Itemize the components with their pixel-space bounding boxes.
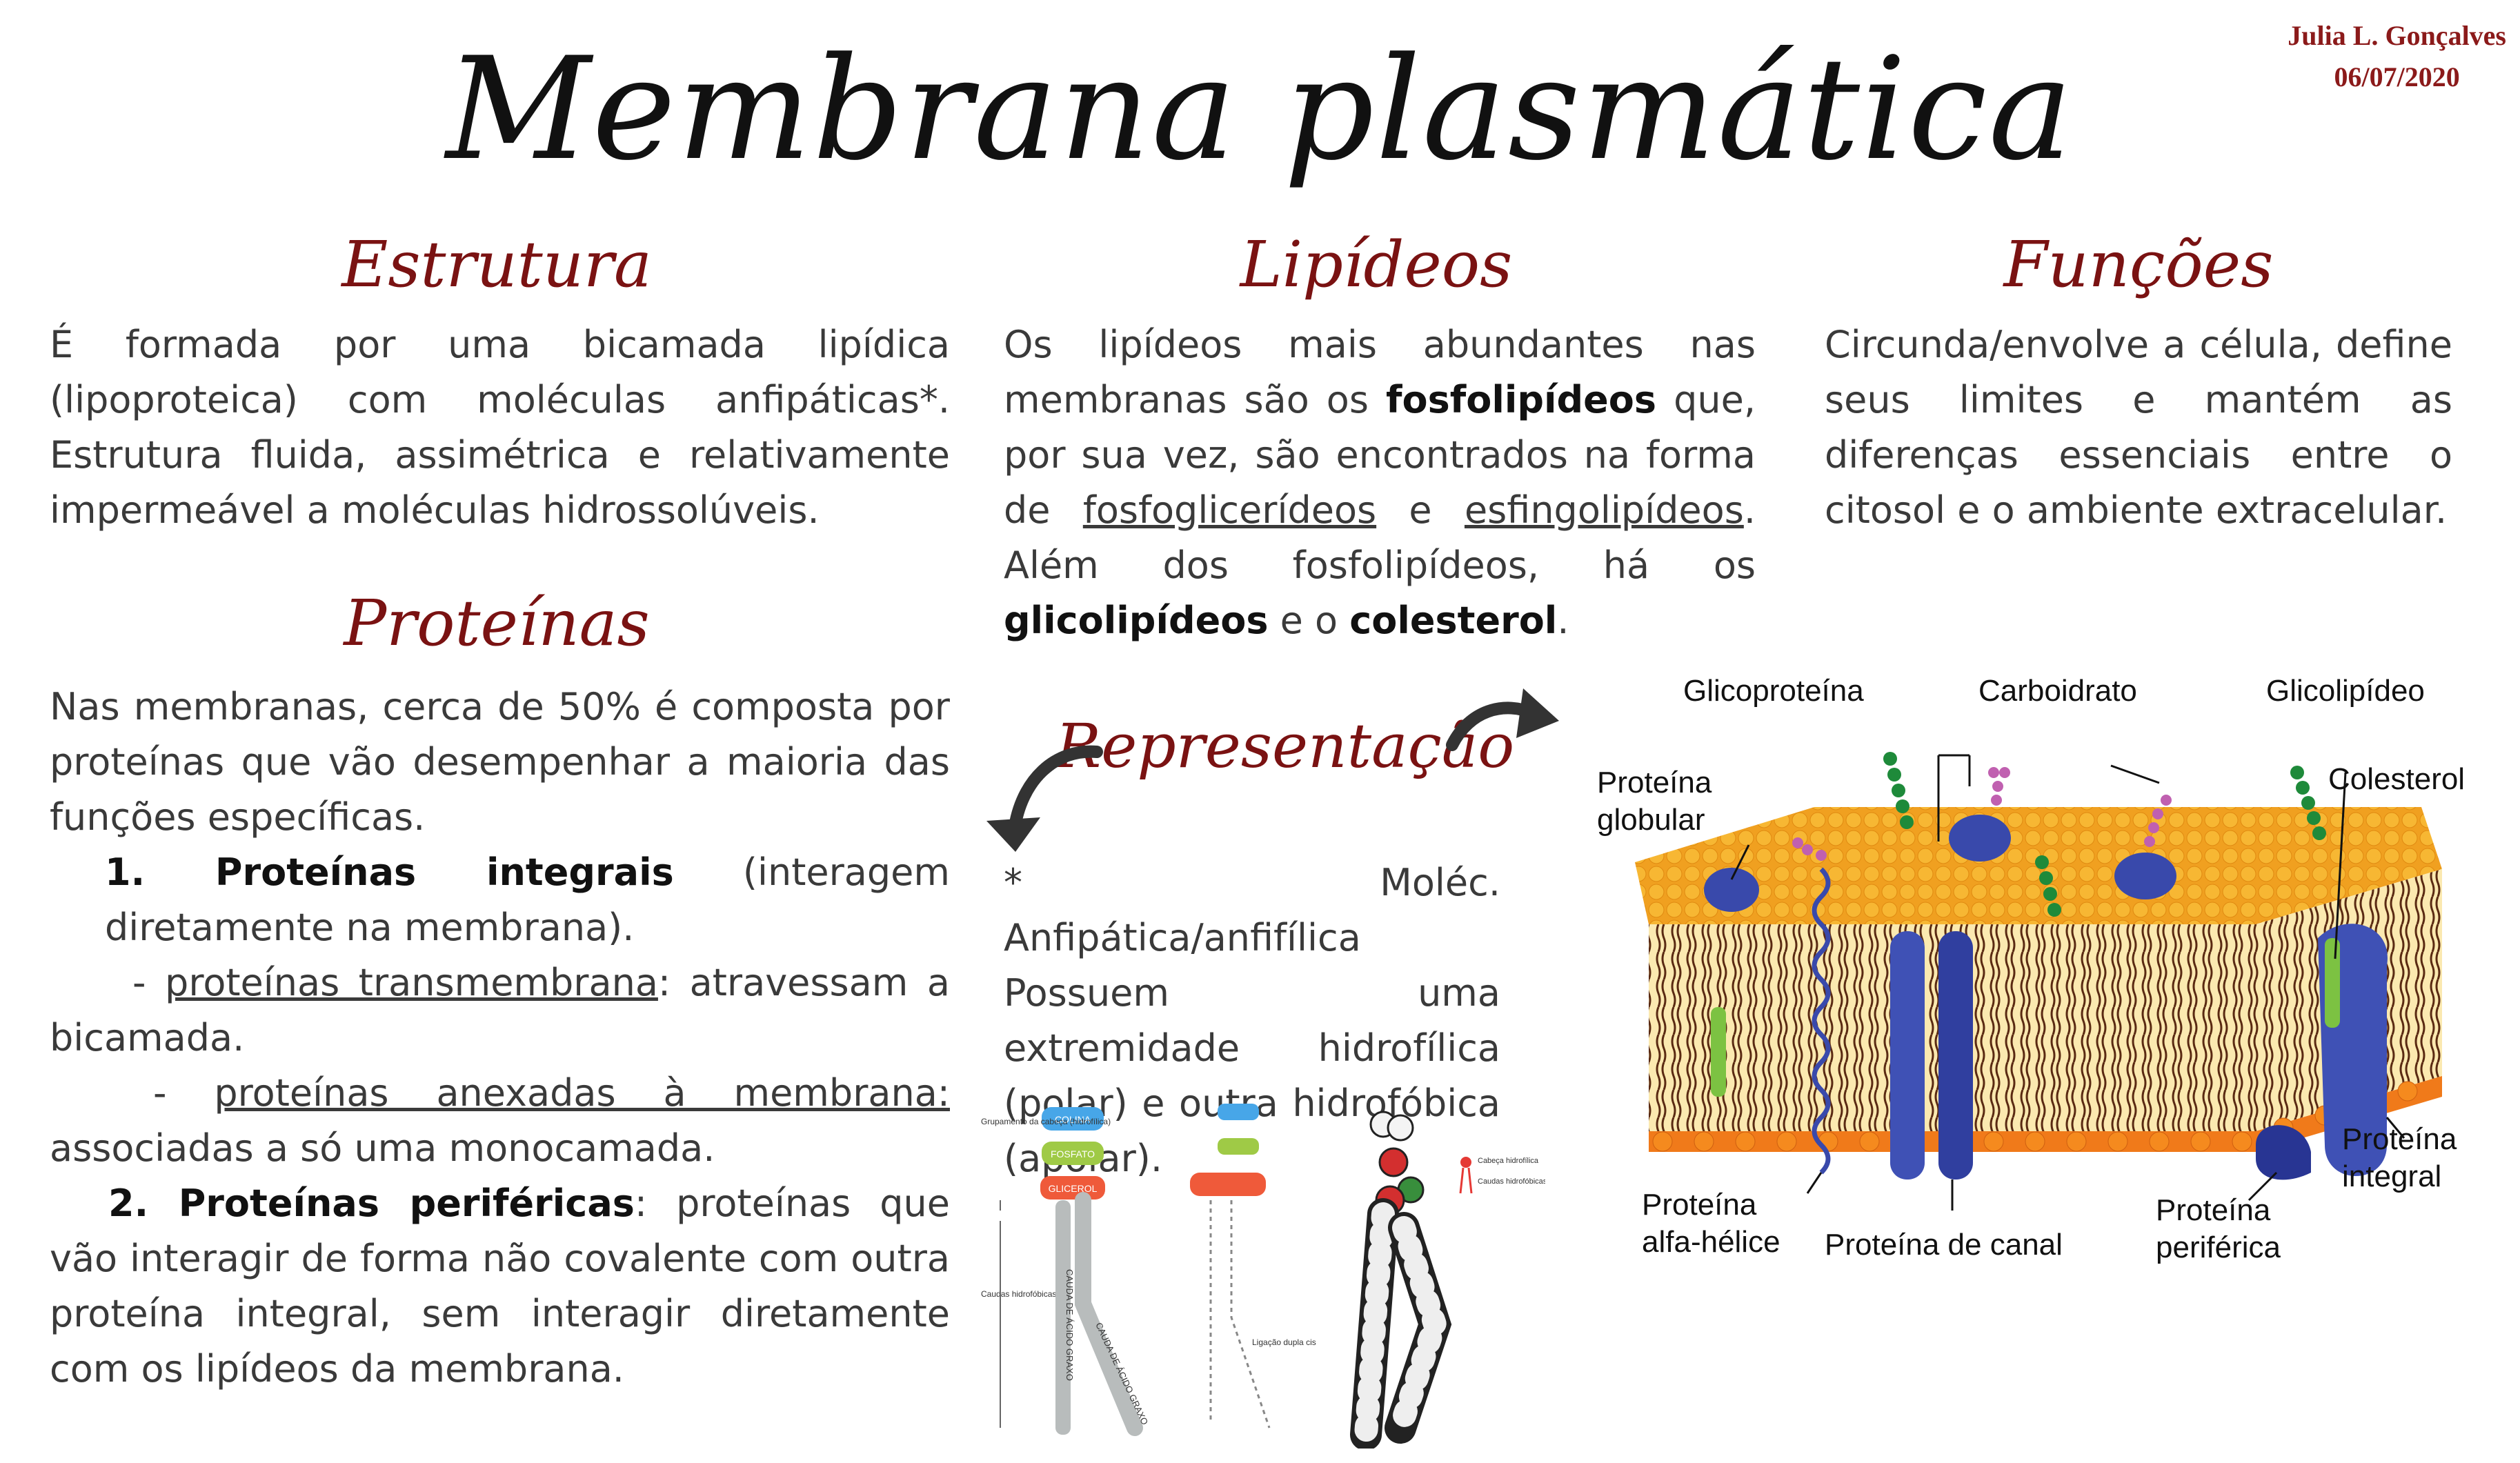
author-name: Julia L. Gonçalves <box>2288 20 2506 51</box>
author-date: 06/07/2020 <box>2334 61 2460 92</box>
phospholipid-schematic: COLINA FOSFATO GLICEROL Grupamento da ca… <box>981 1107 1150 1436</box>
membrane-diagram <box>1635 752 2442 1211</box>
term-colesterol: colesterol <box>1349 599 1558 642</box>
term-glicolipideos: glicolipídeos <box>1004 599 1269 642</box>
head-fosfato <box>1042 1142 1104 1165</box>
svg-text:Caudas hidrofóbicas: Caudas hidrofóbicas <box>981 1289 1056 1299</box>
glycolipid-chain-2 <box>1883 752 1914 829</box>
label-proteina-alfa-helice: Proteína alfa-hélice <box>1642 1188 1780 1259</box>
glycoprotein-body <box>1949 815 2011 862</box>
proteinas-intro: Nas membranas, cerca de 50% é composta p… <box>50 685 950 839</box>
arrow-right-icon <box>1446 688 1559 751</box>
head-glicerol <box>1040 1176 1105 1200</box>
carbohydrate-chain <box>1792 767 2172 861</box>
funcoes-heading: Funções <box>2003 228 2274 301</box>
svg-text:Ligação dupla cis: Ligação dupla cis <box>1252 1337 1316 1347</box>
proteinas-item2: 2. Proteínas periféricas: proteínas que … <box>50 1182 950 1391</box>
proteinas-item1: 1. Proteínas integrais (interagem direta… <box>105 850 951 949</box>
author-block: Julia L. Gonçalves 06/07/2020 <box>2288 15 2506 98</box>
lipideos-text: Os lipídeos mais abundantes nas membrana… <box>1004 323 1756 642</box>
proteinas-text: Nas membranas, cerca de 50% é composta p… <box>50 679 950 1397</box>
protein-channel-left <box>1890 931 1925 1180</box>
label-colesterol: Colesterol <box>2328 762 2466 796</box>
svg-text:FOSFATO: FOSFATO <box>1051 1148 1095 1160</box>
proteinas-sub1: - proteínas transmembrana: atravessam a … <box>50 961 951 1059</box>
phospholipid-space-filling-model <box>1350 1111 1452 1449</box>
svg-text:COLINA: COLINA <box>1055 1114 1091 1125</box>
fatty-acid-tail-2 <box>1075 1192 1143 1436</box>
protein-channel-right <box>1938 931 1973 1180</box>
fatty-acid-tail-1 <box>1055 1200 1071 1435</box>
head-colina <box>1042 1107 1104 1131</box>
label-proteina-de-canal: Proteína de canal <box>1825 1228 2063 1262</box>
protein-top-2 <box>2114 853 2176 899</box>
label-carboidrato: Carboidrato <box>1978 674 2137 708</box>
svg-text:GLICEROL: GLICEROL <box>1049 1183 1098 1194</box>
phospholipid-figure: COLINA FOSFATO GLICEROL Grupamento da ca… <box>981 1104 1545 1449</box>
page-title: Membrana plasmática <box>446 28 2074 192</box>
label-proteina-periferica: Proteína periférica <box>2156 1193 2281 1264</box>
label-proteina-integral: Proteína integral <box>2342 1122 2457 1193</box>
glycolipid-chain <box>2290 766 2326 840</box>
estrutura-text: É formada por uma bicamada lipídica (lip… <box>50 323 950 532</box>
cholesterol-2 <box>1711 1007 1726 1097</box>
protein-peripheral <box>2256 1125 2311 1180</box>
label-glicoproteina: Glicoproteína <box>1683 674 1864 708</box>
phospholipid-structural-formula: Ligação dupla cis <box>1190 1104 1316 1429</box>
protein-globular <box>1704 868 1759 912</box>
proteinas-sub2: - proteínas anexadas à membrana: associa… <box>50 1071 950 1170</box>
term-esfingolipideos: esfingolipídeos <box>1464 488 1744 532</box>
term-fosfogliceridios: fosfoglicerídeos <box>1082 488 1377 532</box>
svg-text:CAUDA DE ÁCIDO GRAXO: CAUDA DE ÁCIDO GRAXO <box>1064 1269 1075 1381</box>
lipideos-heading: Lipídeos <box>1240 228 1513 301</box>
alpha-helix <box>1812 867 1831 1175</box>
svg-text:Cabeça hidrofílica: Cabeça hidrofílica <box>1478 1157 1539 1165</box>
svg-text:Grupamento da cabeça (hidrofíl: Grupamento da cabeça (hidrofílica) <box>981 1117 1111 1126</box>
term-fosfolipideos: fosfolipídeos <box>1386 378 1657 421</box>
glycolipid-chain-3 <box>2035 855 2061 917</box>
svg-text:Caudas hidrofóbicas: Caudas hidrofóbicas <box>1478 1177 1545 1186</box>
representacao-heading: Representação <box>1055 710 1515 782</box>
representacao-note: * Moléc. Anfipática/anfifílica Possuem u… <box>1004 861 1500 1180</box>
phospholipid-legend: Cabeça hidrofílica Caudas hidrofóbicas <box>1459 1157 1545 1194</box>
arrow-left-icon <box>986 745 1103 852</box>
funcoes-text: Circunda/envolve a célula, define seus l… <box>1825 323 2452 532</box>
cholesterol <box>2325 938 2340 1028</box>
label-glicolipideo: Glicolipídeo <box>2266 674 2425 708</box>
label-proteina-globular: Proteína globular <box>1597 766 1712 837</box>
proteinas-heading: Proteínas <box>344 586 650 660</box>
estrutura-heading: Estrutura <box>341 228 652 301</box>
